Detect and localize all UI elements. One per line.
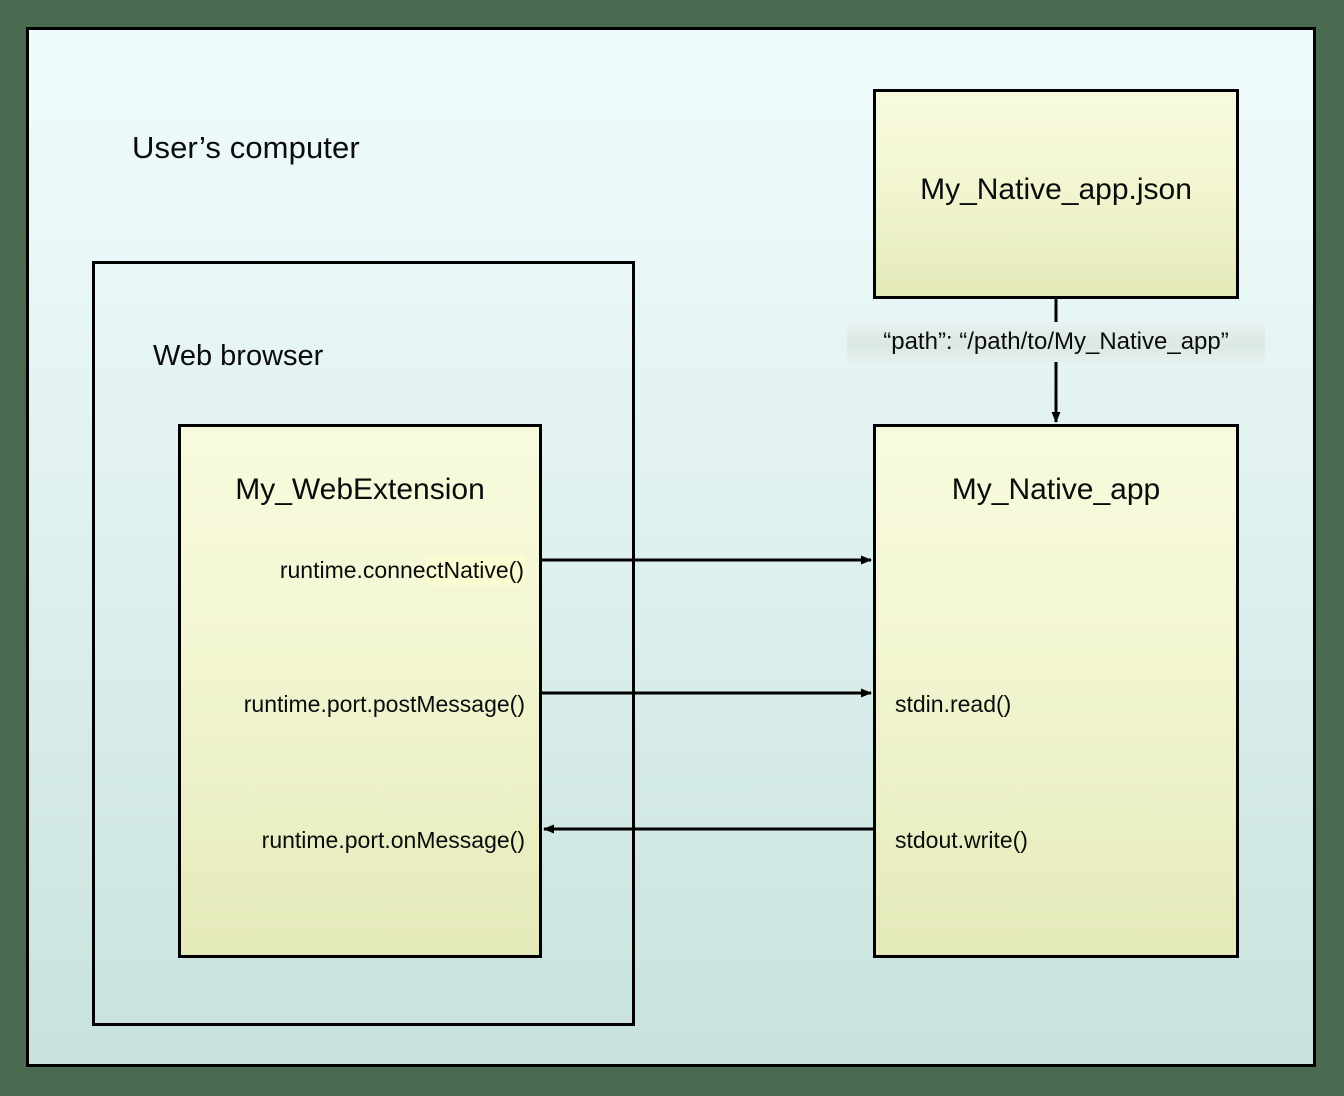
webextension-title: My_WebExtension [235,473,485,506]
api-connect-native-highlight: ctNative() [425,556,525,585]
api-stdout-write: stdout.write() [895,827,1028,853]
node-native-app[interactable]: My_Native_app stdin.read() stdout.write(… [873,424,1239,958]
node-manifest-json[interactable]: My_Native_app.json [873,89,1239,299]
api-on-message: runtime.port.onMessage() [261,827,525,853]
api-connect-native-prefix: runtime.conne [279,557,426,583]
manifest-json-title: My_Native_app.json [920,173,1192,206]
api-connect-native: runtime.connectNative() [279,556,525,585]
users-computer-label: User’s computer [132,130,360,165]
native-app-title: My_Native_app [951,473,1161,506]
web-browser-container [92,261,635,1026]
api-stdin-read: stdin.read() [895,691,1012,717]
web-browser-label: Web browser [153,340,324,372]
edge-label-chip [847,322,1265,362]
node-webextension[interactable]: My_WebExtension runtime.connectNative() … [178,424,542,958]
api-post-message: runtime.port.postMessage() [243,691,525,717]
diagram-canvas: User’s computer Web browser My_Native_ap… [26,27,1316,1067]
edge-label-path: “path”: “/path/to/My_Native_app” [883,328,1229,355]
